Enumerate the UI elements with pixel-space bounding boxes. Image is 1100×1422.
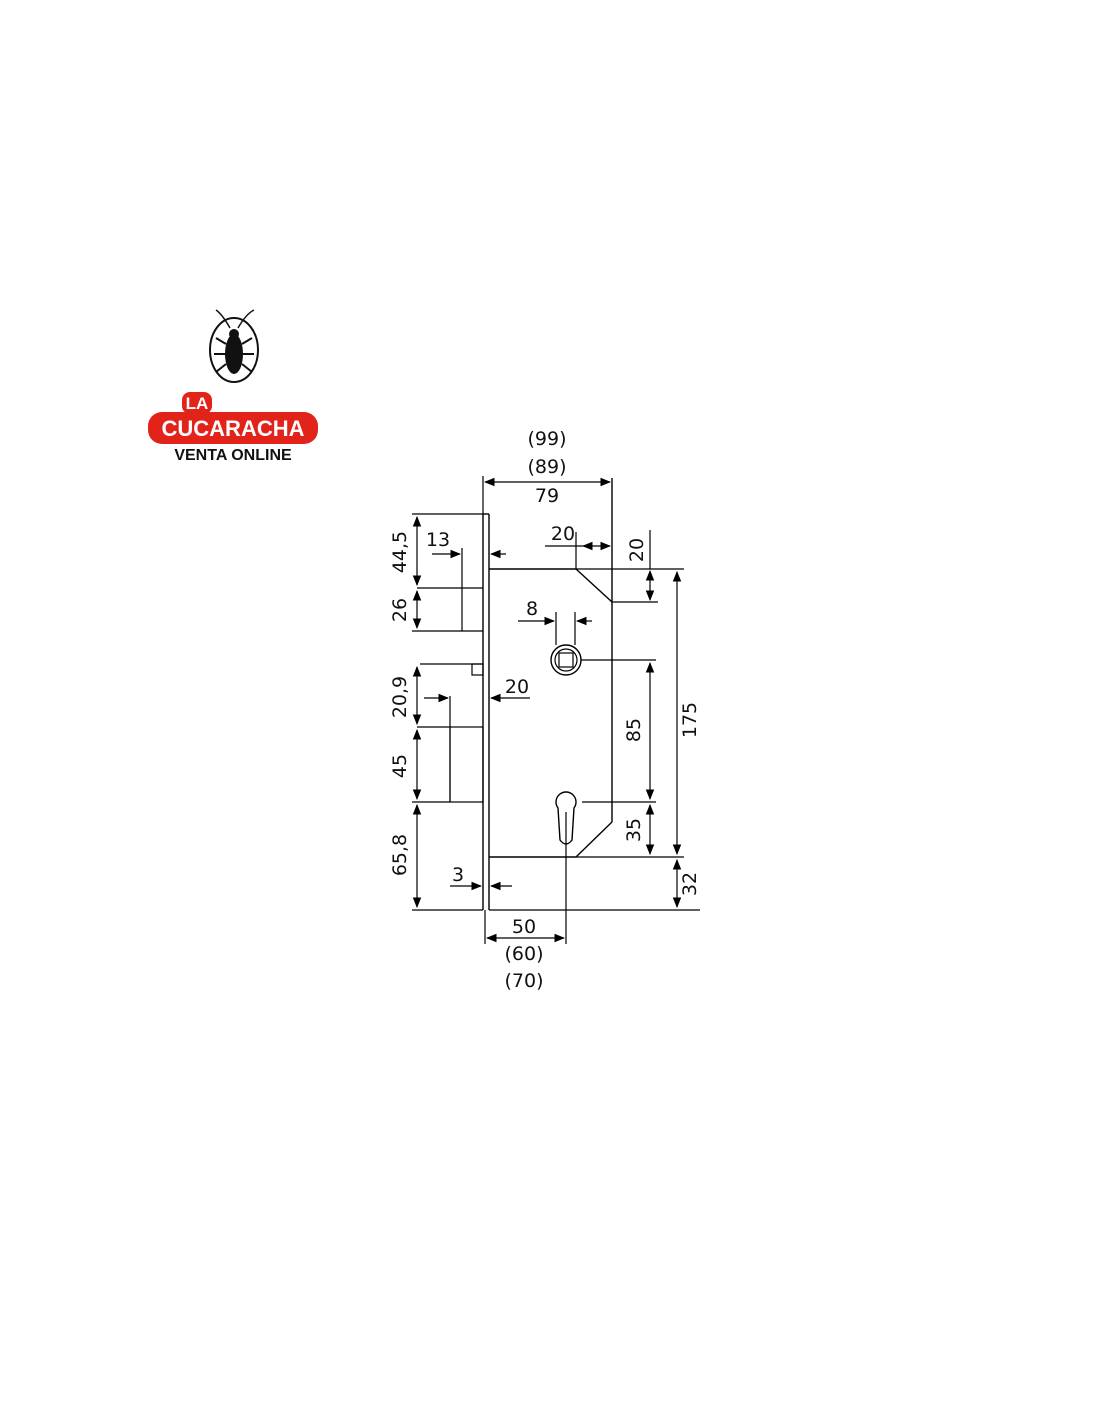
centre-distance-dimension: 85 <box>623 661 655 801</box>
dim-backset-60: (60) <box>504 943 543 965</box>
dim-bottom-65-8: 65,8 <box>389 834 411 876</box>
dim-body-175: 175 <box>679 702 701 738</box>
dim-bolt-20: 20 <box>505 676 529 698</box>
dim-width-99: (99) <box>527 428 566 450</box>
dim-width-79: 79 <box>535 485 559 507</box>
dim-bottom-32: 32 <box>679 872 701 896</box>
dim-bolt-45: 45 <box>389 754 411 778</box>
bolt-throw-dimension: 20 <box>424 676 530 703</box>
bottom-dimension: 32 <box>489 858 701 911</box>
left-bottom-dimensions: 20,9 45 65,8 <box>389 665 483 911</box>
logo-line-cucaracha: CUCARACHA <box>162 416 305 441</box>
dim-latch-26: 26 <box>389 598 411 622</box>
faceplate-3-dimension: 3 <box>450 864 512 891</box>
backset-dimension: 50 (60) (70) <box>484 910 566 992</box>
dim-backset-50: 50 <box>512 916 536 938</box>
dim-gap-20-9: 20,9 <box>389 676 411 718</box>
deadbolt <box>417 696 484 803</box>
faceplate-13-dimension: 13 <box>426 529 506 559</box>
corner-horizontal-dimension: 20 <box>545 523 612 569</box>
faceplate <box>482 513 490 910</box>
dim-follower-8: 8 <box>526 598 538 620</box>
body-height-dimension: 175 <box>576 568 701 858</box>
follower-dimension: 8 <box>518 598 592 626</box>
dim-corner-20-h: 20 <box>551 523 575 545</box>
logo-line-la: LA <box>186 394 209 413</box>
left-top-dimensions: 44,5 26 <box>389 513 483 632</box>
dim-cylinder-35: 35 <box>623 818 645 842</box>
dim-corner-20-v: 20 <box>626 538 648 562</box>
dim-centre-85: 85 <box>623 718 645 742</box>
dim-width-89: (89) <box>527 456 566 478</box>
cylinder-hole <box>555 791 656 944</box>
width-dimension: (99) (89) 79 <box>482 428 612 514</box>
dim-faceplate-3: 3 <box>452 864 464 886</box>
dim-top-44-5: 44,5 <box>389 531 411 573</box>
corner-vertical-dimension: 20 <box>612 530 658 603</box>
logo-line-venta-online: VENTA ONLINE <box>174 447 292 464</box>
dim-faceplate-13: 13 <box>426 529 450 551</box>
lock-body <box>489 478 613 858</box>
follower <box>550 612 656 676</box>
cylinder-dimension: 35 <box>623 803 655 856</box>
la-cucaracha-logo: LA CUCARACHA VENTA ONLINE <box>148 309 318 464</box>
small-tab <box>420 663 484 676</box>
latch <box>417 548 483 632</box>
cockroach-icon <box>209 309 259 383</box>
dim-backset-70: (70) <box>504 970 543 992</box>
